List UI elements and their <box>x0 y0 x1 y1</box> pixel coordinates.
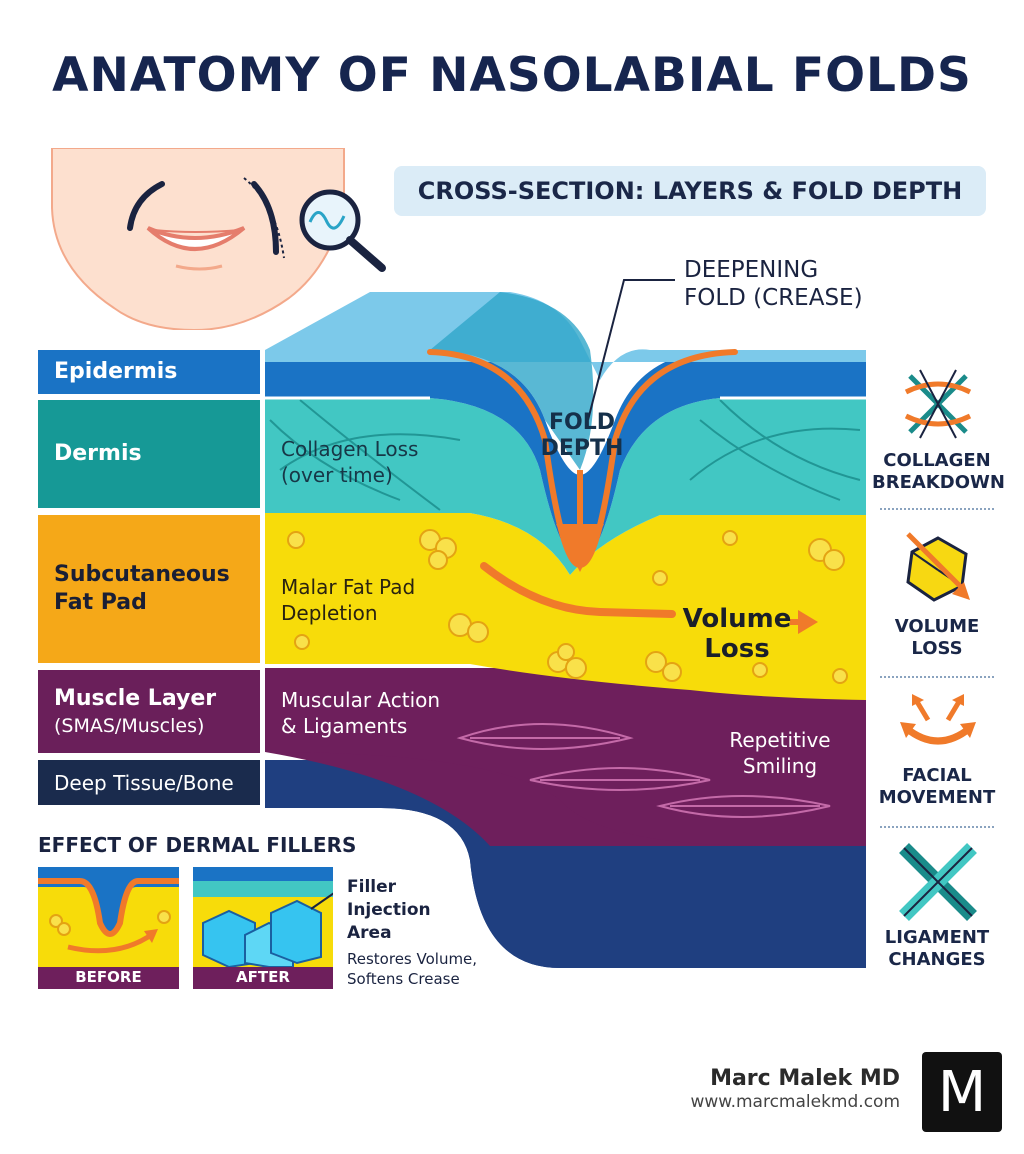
annotation-line: FOLD (CREASE) <box>684 285 863 311</box>
magnifier-icon <box>299 189 386 272</box>
deflating-cube-icon <box>906 532 970 602</box>
layer-label-text: Subcutaneous <box>54 562 230 587</box>
side-factor-text: LIGAMENT <box>884 927 990 948</box>
brand-url-link[interactable]: www.marcmalekmd.com <box>690 1092 900 1112</box>
annotation-line: Depletion <box>281 601 378 625</box>
before-label: BEFORE <box>75 968 142 986</box>
crease-leader-line <box>587 279 675 421</box>
volume-loss-annotation: Volume Loss <box>672 604 802 664</box>
layer-label-text: Epidermis <box>54 359 178 384</box>
dna-helix-icon <box>904 369 972 439</box>
section-banner-text: CROSS-SECTION: LAYERS & FOLD DEPTH <box>417 177 963 205</box>
annotation-line: DEPTH <box>540 436 624 461</box>
annotation-line: Malar Fat Pad <box>281 575 416 599</box>
filler-area-line: Injection <box>347 900 431 920</box>
crossed-ligament-icon <box>899 843 977 921</box>
annotation-line: & Ligaments <box>281 714 408 738</box>
malar-fat-annotation: Malar Fat Pad Depletion <box>281 574 415 626</box>
layer-label-text: Dermis <box>54 441 142 466</box>
layer-label-muscle: Muscle Layer (SMAS/Muscles) <box>38 670 260 753</box>
annotation-line: (over time) <box>281 463 393 487</box>
fillers-section-title: EFFECT OF DERMAL FILLERS <box>38 833 357 857</box>
fold-depth-annotation: FOLD DEPTH <box>522 410 642 462</box>
layer-label-deep: Deep Tissue/Bone <box>38 760 260 805</box>
filler-area-line: Filler <box>347 877 397 897</box>
annotation-line: Volume <box>682 604 792 634</box>
filler-note-line: Softens Crease <box>347 970 460 988</box>
volume-loss-arrow-icon <box>480 562 676 618</box>
collagen-loss-annotation: Collagen Loss (over time) <box>281 436 418 488</box>
layer-label-text: Fat Pad <box>54 590 147 615</box>
dermis-layer <box>265 398 866 575</box>
page-title: ANATOMY OF NASOLABIAL FOLDS <box>52 48 972 103</box>
layer-label-text: Muscle Layer <box>54 685 217 711</box>
repetitive-smiling-annotation: Repetitive Smiling <box>712 727 848 779</box>
filler-note-line: Restores Volume, <box>347 950 478 968</box>
face-illustration <box>51 148 386 330</box>
muscle-fibers <box>456 723 831 818</box>
side-factor-volume: VOLUME LOSS <box>872 616 1002 660</box>
side-factor-movement: FACIAL MOVEMENT <box>872 765 1002 809</box>
muscular-action-annotation: Muscular Action & Ligaments <box>281 687 440 739</box>
side-factor-collagen: COLLAGEN BREAKDOWN <box>872 450 1005 494</box>
after-filler-panel <box>193 867 333 989</box>
side-divider <box>880 508 994 510</box>
side-factor-text: CHANGES <box>888 949 986 970</box>
annotation-line: DEEPENING <box>684 257 819 283</box>
brand-logo: M <box>922 1052 1002 1132</box>
annotation-line: FOLD <box>548 410 615 435</box>
side-factor-text: MOVEMENT <box>878 787 996 808</box>
side-divider <box>880 676 994 678</box>
annotation-line: Collagen Loss <box>281 437 419 461</box>
side-divider <box>880 826 994 828</box>
layer-label-dermis: Dermis <box>38 400 260 508</box>
side-factor-text: FACIAL <box>902 765 972 786</box>
annotation-line: Muscular Action <box>281 688 441 712</box>
layer-label-subtext: (SMAS/Muscles) <box>54 714 205 737</box>
side-factor-text: BREAKDOWN <box>872 472 1005 493</box>
filler-area-line: Area <box>347 923 392 943</box>
filler-effect-note: Restores Volume, Softens Crease <box>347 949 477 989</box>
brand-logo-letter: M <box>937 1059 987 1125</box>
annotation-line: Loss <box>704 634 770 664</box>
side-factor-text: VOLUME <box>894 616 980 637</box>
fat-globules <box>287 529 848 684</box>
after-label: AFTER <box>236 968 290 986</box>
side-factor-text: COLLAGEN <box>883 450 991 471</box>
layer-label-fat: Subcutaneous Fat Pad <box>38 515 260 663</box>
layer-label-text: Deep Tissue/Bone <box>54 770 234 795</box>
annotation-line: Repetitive <box>729 728 831 752</box>
deepening-crease-annotation: DEEPENING FOLD (CREASE) <box>684 256 863 312</box>
side-factor-text: LOSS <box>911 638 963 659</box>
epidermis-layer <box>265 350 866 560</box>
filler-injection-area-label: Filler Injection Area <box>347 876 431 945</box>
before-filler-panel <box>38 867 179 989</box>
annotation-line: Smiling <box>742 754 818 778</box>
brand-name: Marc Malek MD <box>710 1066 900 1091</box>
curved-arrows-icon <box>900 694 976 745</box>
layer-label-epidermis: Epidermis <box>38 350 260 394</box>
side-factor-ligament: LIGAMENT CHANGES <box>872 927 1002 971</box>
section-banner: CROSS-SECTION: LAYERS & FOLD DEPTH <box>394 166 986 216</box>
